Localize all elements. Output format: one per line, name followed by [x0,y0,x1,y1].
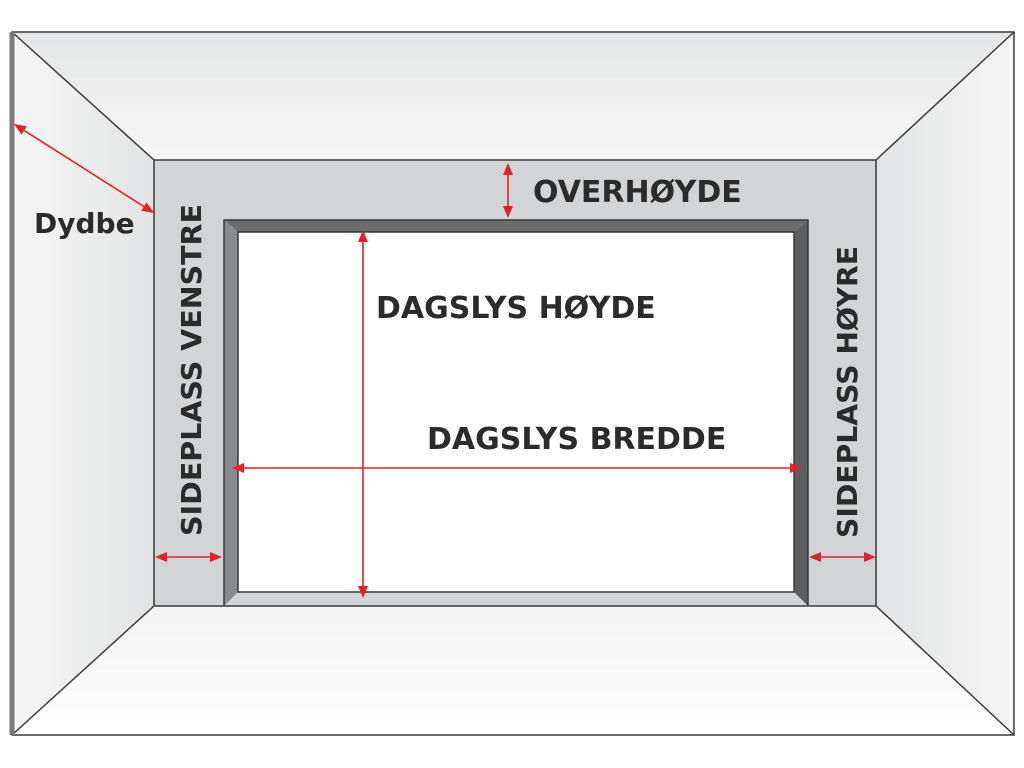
headroom-arrow [503,163,513,218]
opening-height-label: DAGSLYS HØYDE [376,291,656,326]
headroom-label: OVERHØYDE [533,175,742,210]
door-opening [238,232,794,592]
depth-label: Dydbe [34,207,135,240]
depth-arrow [14,124,154,213]
side-space-right-label: SIDEPLASS HØYRE [831,246,864,538]
ceiling-surface [12,32,1014,160]
opening-reveal-left [224,220,238,606]
opening-height-arrow [358,230,368,598]
side-space-left-arrow [155,552,222,562]
side-space-left-label: SIDEPLASS VENSTRE [175,204,208,536]
measurement-arrows [14,124,876,598]
room-edges [9,31,1015,736]
opening-width-label: DAGSLYS BREDDE [427,422,726,457]
opening-reveal-top [224,220,808,232]
opening-width-arrow [232,463,802,473]
side-space-right-arrow [809,552,876,562]
right-wall-surface [876,32,1014,735]
floor-surface [12,606,1014,735]
opening-reveal-right [794,220,808,606]
left-wall-surface [12,32,154,735]
